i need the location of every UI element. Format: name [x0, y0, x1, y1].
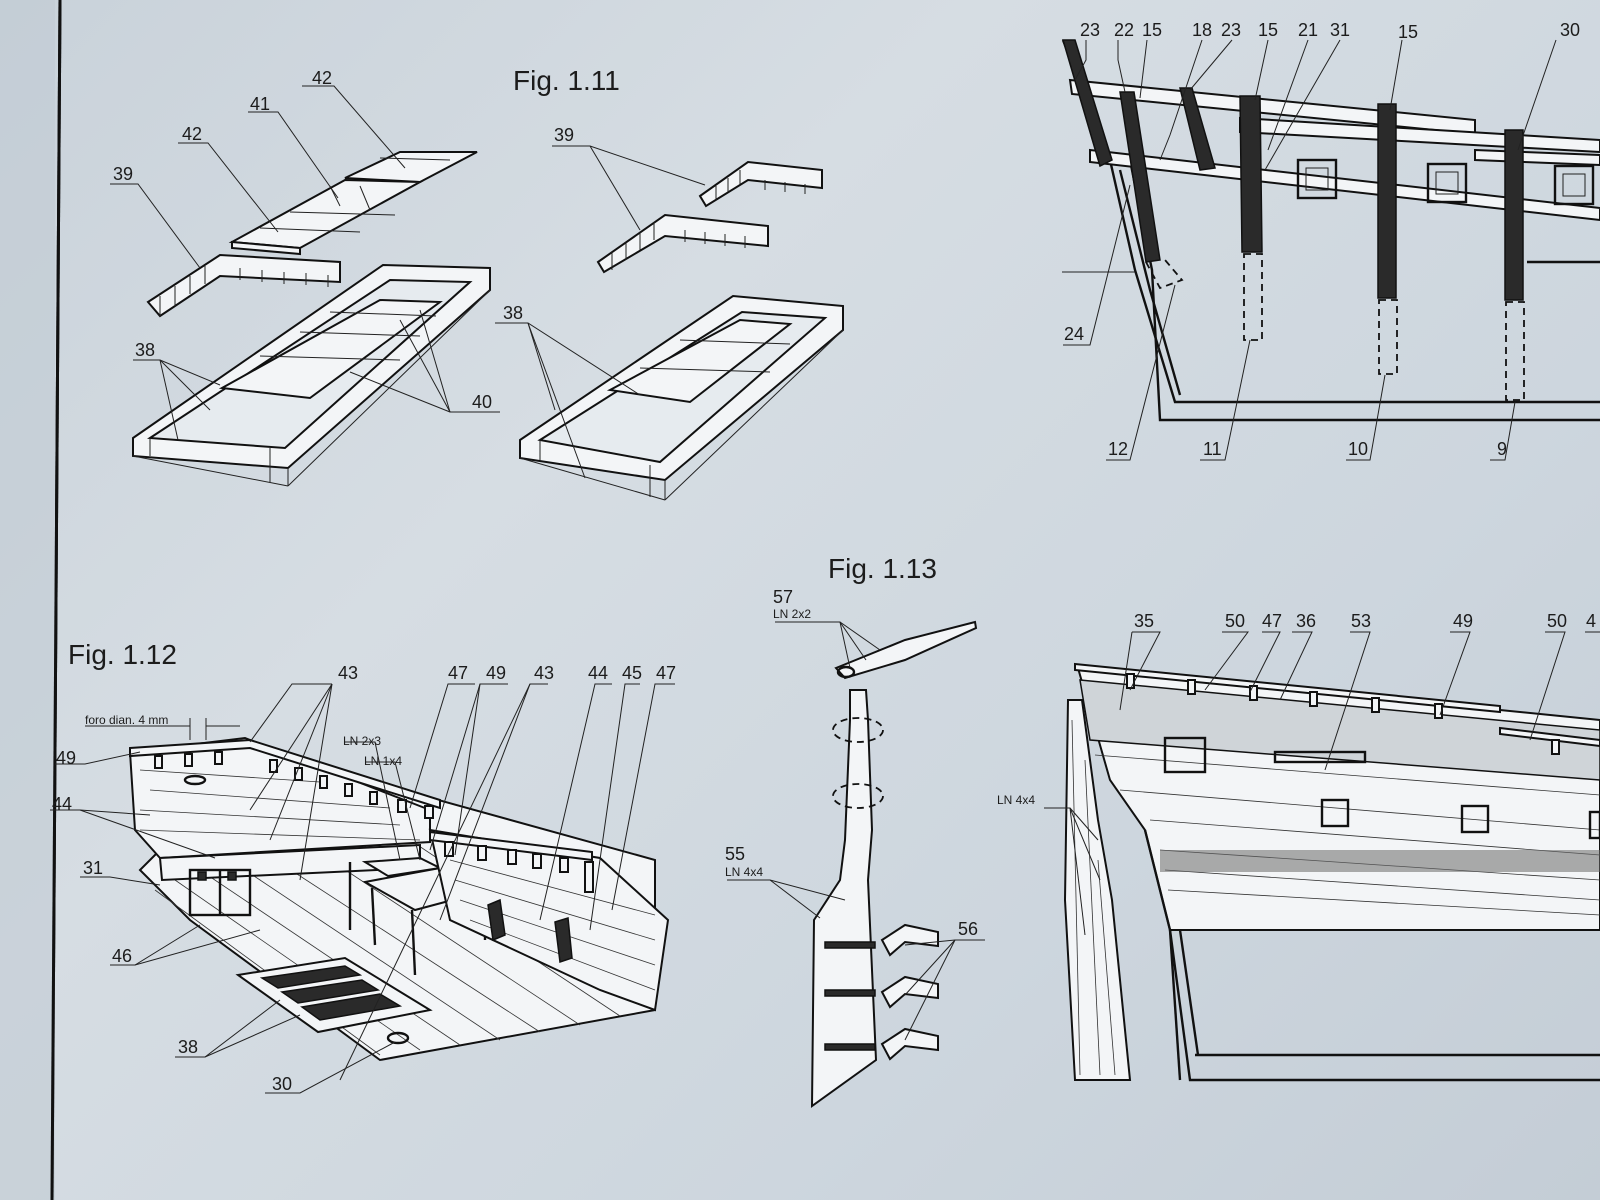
stern-post — [1063, 699, 1132, 1081]
bottom-right-leaders — [1044, 631, 1600, 936]
note-hole-diameter: foro dian. 4 mm — [85, 713, 168, 727]
label-15b: 15 — [1258, 20, 1278, 40]
figure-1-11-title: Fig. 1.11 — [513, 65, 620, 96]
label-39-right: 39 — [554, 125, 574, 145]
fig-1-12-leaders — [50, 683, 675, 1094]
label-35: 35 — [1134, 611, 1154, 631]
label-10: 10 — [1348, 439, 1368, 459]
figure-1-12-title: Fig. 1.12 — [68, 639, 177, 670]
label-24: 24 — [1064, 324, 1084, 344]
label-30: 30 — [272, 1074, 292, 1094]
gun-port-b — [554, 917, 573, 964]
figure-1-13-title: Fig. 1.13 — [828, 553, 937, 584]
note-ln4x4-rudder: LN 4x4 — [725, 865, 763, 879]
notched-rail-39-right-bottom — [596, 213, 769, 274]
label-44a: 44 — [588, 663, 608, 683]
label-42: 42 — [182, 124, 202, 144]
hatch-grating-38 — [235, 956, 433, 1034]
label-9: 9 — [1497, 439, 1507, 459]
label-47a: 47 — [448, 663, 468, 683]
label-36: 36 — [1296, 611, 1316, 631]
label-55: 55 — [725, 844, 745, 864]
label-49a: 49 — [486, 663, 506, 683]
label-38-right: 38 — [503, 303, 523, 323]
label-49b: 49 — [56, 748, 76, 768]
speckled-strake — [1079, 679, 1600, 781]
note-ln1x4: LN 1x4 — [364, 754, 402, 768]
label-40: 40 — [472, 392, 492, 412]
label-47b: 47 — [656, 663, 676, 683]
label-11: 11 — [1203, 439, 1222, 459]
note-ln2x2: LN 2x2 — [773, 607, 811, 621]
label-21: 21 — [1298, 20, 1318, 40]
label-39-left: 39 — [113, 164, 133, 184]
gun-port-a — [487, 898, 506, 942]
gudgeons-56 — [880, 923, 939, 1061]
label-15a: 15 — [1142, 20, 1162, 40]
railing-49-left — [129, 738, 441, 819]
mast-hole — [386, 1031, 410, 1045]
label-41: 41 — [250, 94, 270, 114]
label-47: 47 — [1262, 611, 1282, 631]
label-23a: 23 — [1080, 20, 1100, 40]
label-46: 46 — [112, 946, 132, 966]
rudder-hinges — [824, 941, 876, 1051]
label-38-left: 38 — [135, 340, 155, 360]
notched-rail-39-left — [146, 253, 341, 318]
label-22: 22 — [1114, 20, 1134, 40]
notched-rail-39-right-top — [698, 160, 823, 208]
label-12: 12 — [1108, 439, 1128, 459]
rudder-55 — [810, 689, 878, 1108]
label-56: 56 — [958, 919, 978, 939]
fig-1-11-leaders — [110, 85, 706, 479]
top-right-leaders — [1062, 39, 1557, 461]
label-23b: 23 — [1221, 20, 1241, 40]
deck-frame-38-40-left — [132, 263, 491, 487]
label-15c: 15 — [1398, 22, 1418, 42]
deck-planks-42-41 — [228, 151, 478, 256]
label-45: 45 — [622, 663, 642, 683]
railing-bottom-right — [1074, 662, 1600, 755]
label-31: 31 — [1330, 20, 1350, 40]
label-49: 49 — [1453, 611, 1473, 631]
figure-1-11: Fig. 1.11 — [110, 65, 844, 501]
label-53: 53 — [1351, 611, 1371, 631]
label-50b: 50 — [1547, 611, 1567, 631]
label-18: 18 — [1192, 20, 1212, 40]
figure-1-12: Fig. 1.12 — [50, 639, 676, 1094]
label-44b: 44 — [52, 794, 72, 814]
figure-1-13: Fig. 1.13 57 LN 2x2 — [725, 553, 985, 1108]
tiller-57 — [834, 620, 978, 680]
label-38: 38 — [178, 1037, 198, 1057]
note-ln2x3: LN 2x3 — [343, 734, 381, 748]
label-30: 30 — [1560, 20, 1580, 40]
page-margin — [0, 0, 55, 1200]
label-42-top: 42 — [312, 68, 332, 88]
fig-1-13-leaders — [727, 621, 985, 1041]
deck-frame-38-right — [519, 294, 844, 501]
label-57: 57 — [773, 587, 793, 607]
label-31: 31 — [83, 858, 103, 878]
label-50a: 50 — [1225, 611, 1245, 631]
label-4-cut: 4 — [1586, 611, 1596, 631]
label-43a: 43 — [338, 663, 358, 683]
note-ln4x4-stern: LN 4x4 — [997, 793, 1035, 807]
side-section-top-right: 23 22 15 18 23 15 21 31 15 30 24 12 11 1… — [1061, 20, 1600, 461]
stern-detail-bottom-right: 35 50 47 36 53 49 50 4 LN 4x4 — [997, 611, 1600, 1082]
label-43b: 43 — [534, 663, 554, 683]
hole-dimension — [85, 718, 240, 740]
